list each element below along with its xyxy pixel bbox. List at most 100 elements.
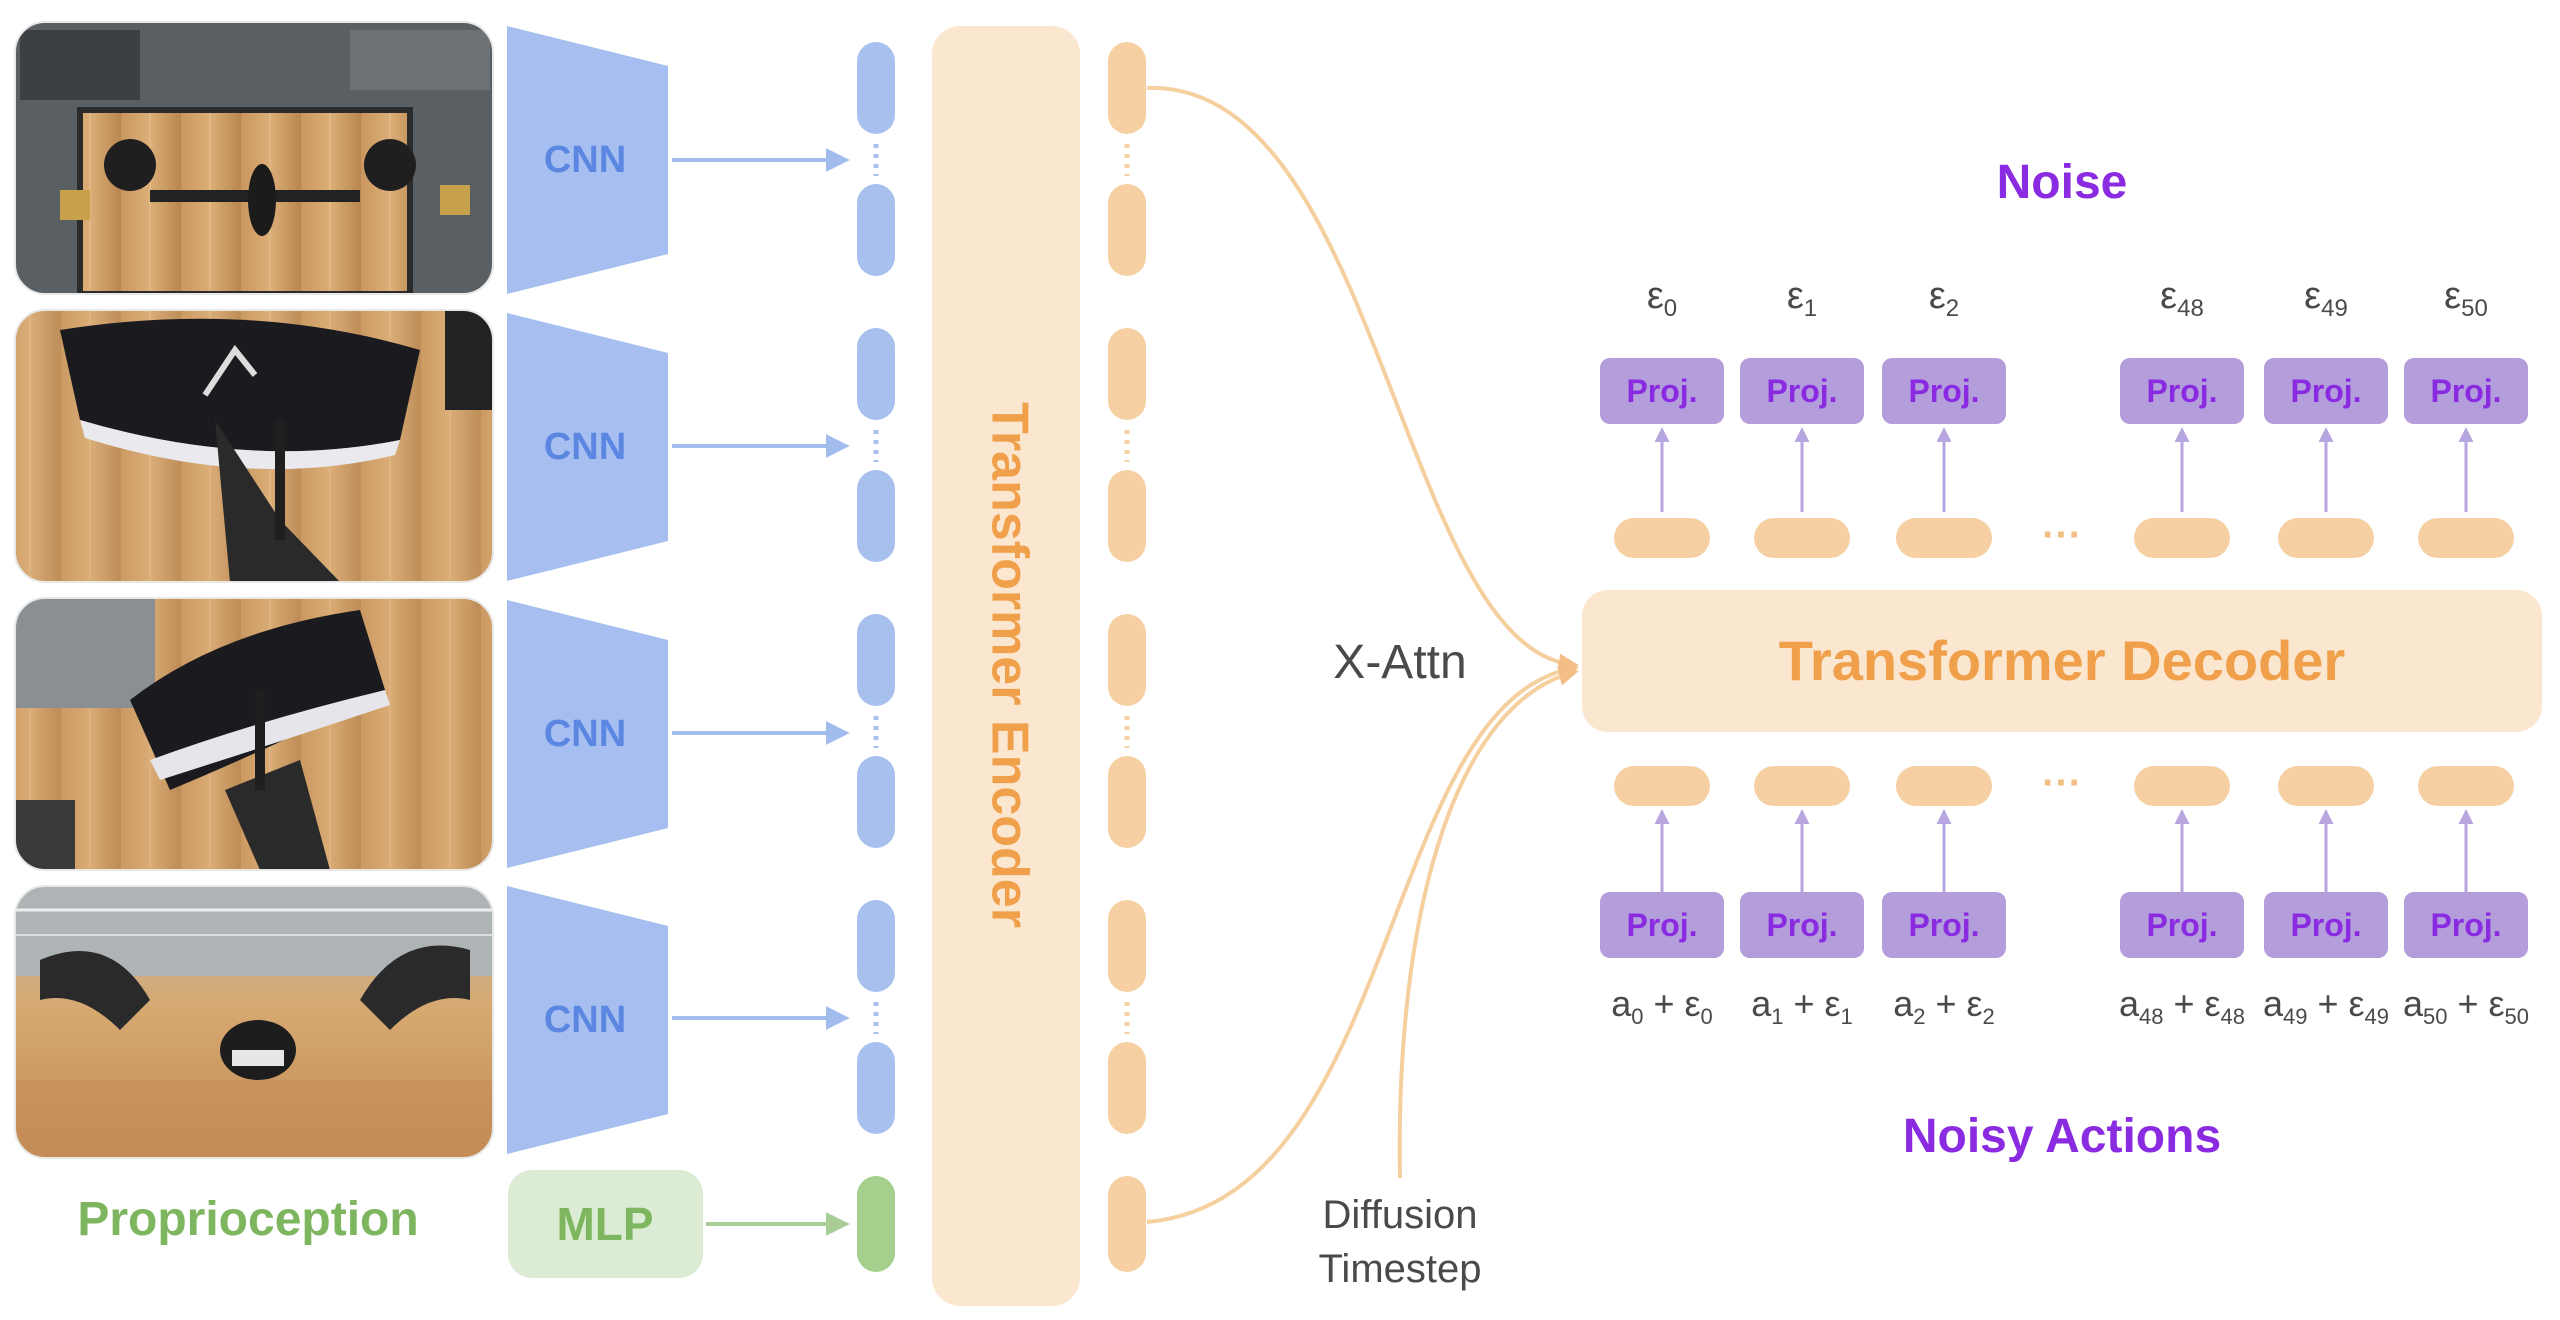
proj-box-output [1600,358,1724,424]
image-token [857,184,895,276]
noisy-action-label: a0 + ε0 [1611,983,1713,1029]
noise-subscript: 2 [1946,295,1959,322]
image-token [857,756,895,848]
proj-label: Proj. [1626,907,1697,943]
noise-output-label: ε2 [1929,275,1959,322]
overhead-camera-frame [14,21,494,295]
encoder-token [1108,614,1146,706]
cnn-label: CNN [544,139,626,181]
encoder-token [1108,470,1146,562]
decoder-input-token [2278,766,2374,806]
noise-symbol: ε [1647,275,1664,317]
noise-subscript: 48 [2177,295,2204,322]
encoder-token [1108,42,1146,134]
diffusion-timestep-label-line1: Diffusion [1323,1193,1478,1237]
image-token [857,42,895,134]
proj-box-input [2264,892,2388,958]
image-token [857,614,895,706]
transformer-encoder-label: Transformer Encoder [980,402,1038,928]
transformer-encoder: Transformer Encoder [932,26,1080,1306]
diffusion-timestep-label-line2: Timestep [1318,1247,1481,1291]
right-wrist-camera-image [15,598,493,870]
proj-label: Proj. [2146,373,2217,409]
decoder-output-token [2134,518,2230,558]
image-token [857,1042,895,1134]
noise-output-label: ε50 [2444,275,2488,322]
cnn-block-4: CNN [507,886,668,1154]
cnn-label: CNN [544,999,626,1041]
noisy-actions-title: Noisy Actions [1903,1110,2221,1163]
front-camera-image [15,886,493,1158]
noise-symbol: ε [1929,275,1946,317]
cnn-label: CNN [544,426,626,468]
cnn-label: CNN [544,713,626,755]
right-wrist-camera-frame [14,597,494,871]
image-token [857,900,895,992]
decoder-input-token [1754,766,1850,806]
decoder-output-token [2418,518,2514,558]
encoder-token [1108,1042,1146,1134]
noise-title: Noise [1997,156,2128,209]
noise-symbol: ε [2304,275,2321,317]
encoder-token [1108,184,1146,276]
proj-box-output [1882,358,2006,424]
image-token-group-4 [857,900,895,1134]
proj-label: Proj. [2430,373,2501,409]
proprio-token [857,1176,895,1272]
input-ellipsis: ··· [2042,761,2082,805]
decoder-output-token [2278,518,2374,558]
transformer-decoder: Transformer Decoder [1582,590,2542,732]
proj-label: Proj. [1626,373,1697,409]
noise-symbol: ε [1787,275,1804,317]
encoder-token [1108,756,1146,848]
proj-box-input [1882,892,2006,958]
encoder-token [1108,900,1146,992]
encoder-output-tokens [1108,42,1146,1272]
image-token-group-1 [857,42,895,276]
decoder-output-token [1896,518,1992,558]
image-token-group-3 [857,614,895,848]
proj-box-input [2120,892,2244,958]
noise-output-label: ε0 [1647,275,1677,322]
proj-label: Proj. [2290,907,2361,943]
overhead-camera-image [15,22,493,294]
mlp-block: MLP [508,1170,703,1278]
proj-label: Proj. [2146,907,2217,943]
proj-box-output [2404,358,2528,424]
proj-box-output [2264,358,2388,424]
noisy-action-label: a50 + ε50 [2403,983,2529,1029]
cnn-block-2: CNN [507,313,668,581]
noisy-action-label: a48 + ε48 [2119,983,2245,1029]
proj-box-output [1740,358,1864,424]
proj-label: Proj. [1766,373,1837,409]
decoder-input-token [2134,766,2230,806]
noise-output-label: ε48 [2160,275,2204,322]
x-attn-curve-top [1146,85,1579,674]
noisy-action-label: a2 + ε2 [1893,983,1995,1029]
left-wrist-camera-image [15,310,493,582]
proj-label: Proj. [1908,373,1979,409]
proj-box-input [1740,892,1864,958]
front-camera-frame [14,885,494,1159]
mlp-label: MLP [556,1198,653,1250]
proj-label: Proj. [1766,907,1837,943]
noise-subscript: 50 [2461,295,2488,322]
noise-symbol: ε [2444,275,2461,317]
noise-subscript: 1 [1804,295,1817,322]
diffusion-timestep-curve [1397,666,1579,1179]
image-token [857,328,895,420]
output-ellipsis: ··· [2042,513,2082,557]
proj-label: Proj. [2290,373,2361,409]
x-attn-curve-bottom [1146,660,1579,1224]
cnn-block-1: CNN [507,26,668,294]
noisy-action-label: a49 + ε49 [2263,983,2389,1029]
proj-box-output [2120,358,2244,424]
